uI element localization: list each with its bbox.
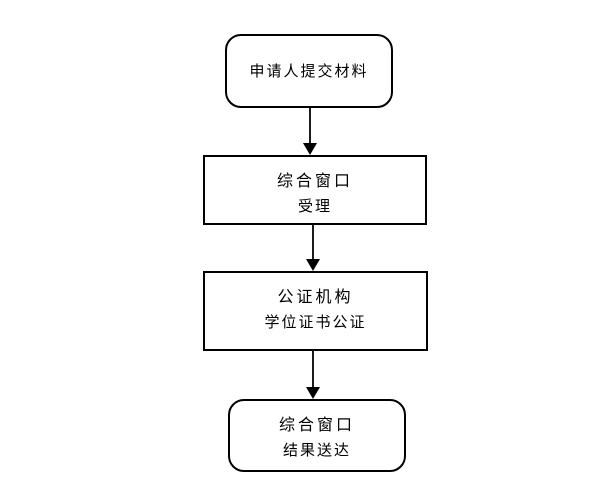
flow-node-window-accept: 综合窗口 受理	[203, 155, 427, 225]
node-subtitle: 学位证书公证	[264, 313, 367, 331]
arrow-shaft	[312, 225, 314, 259]
arrow-down-icon	[303, 143, 317, 155]
arrow-down-icon	[306, 387, 320, 399]
node-subtitle: 结果送达	[282, 441, 351, 459]
flow-arrow-3	[306, 351, 320, 399]
node-title: 综合窗口	[278, 415, 355, 434]
arrow-shaft	[312, 351, 314, 387]
node-subtitle: 受理	[297, 197, 332, 215]
node-title: 公证机构	[277, 287, 354, 306]
flow-node-window-deliver: 综合窗口 结果送达	[228, 399, 406, 472]
arrow-shaft	[309, 108, 311, 143]
node-title: 综合窗口	[276, 171, 353, 190]
arrow-down-icon	[306, 259, 320, 271]
flow-node-notary-certify: 公证机构 学位证书公证	[203, 271, 428, 351]
node-label: 申请人提交材料	[249, 62, 369, 80]
flow-arrow-1	[303, 108, 317, 155]
flow-arrow-2	[306, 225, 320, 271]
flow-node-applicant-submit: 申请人提交材料	[225, 34, 393, 108]
